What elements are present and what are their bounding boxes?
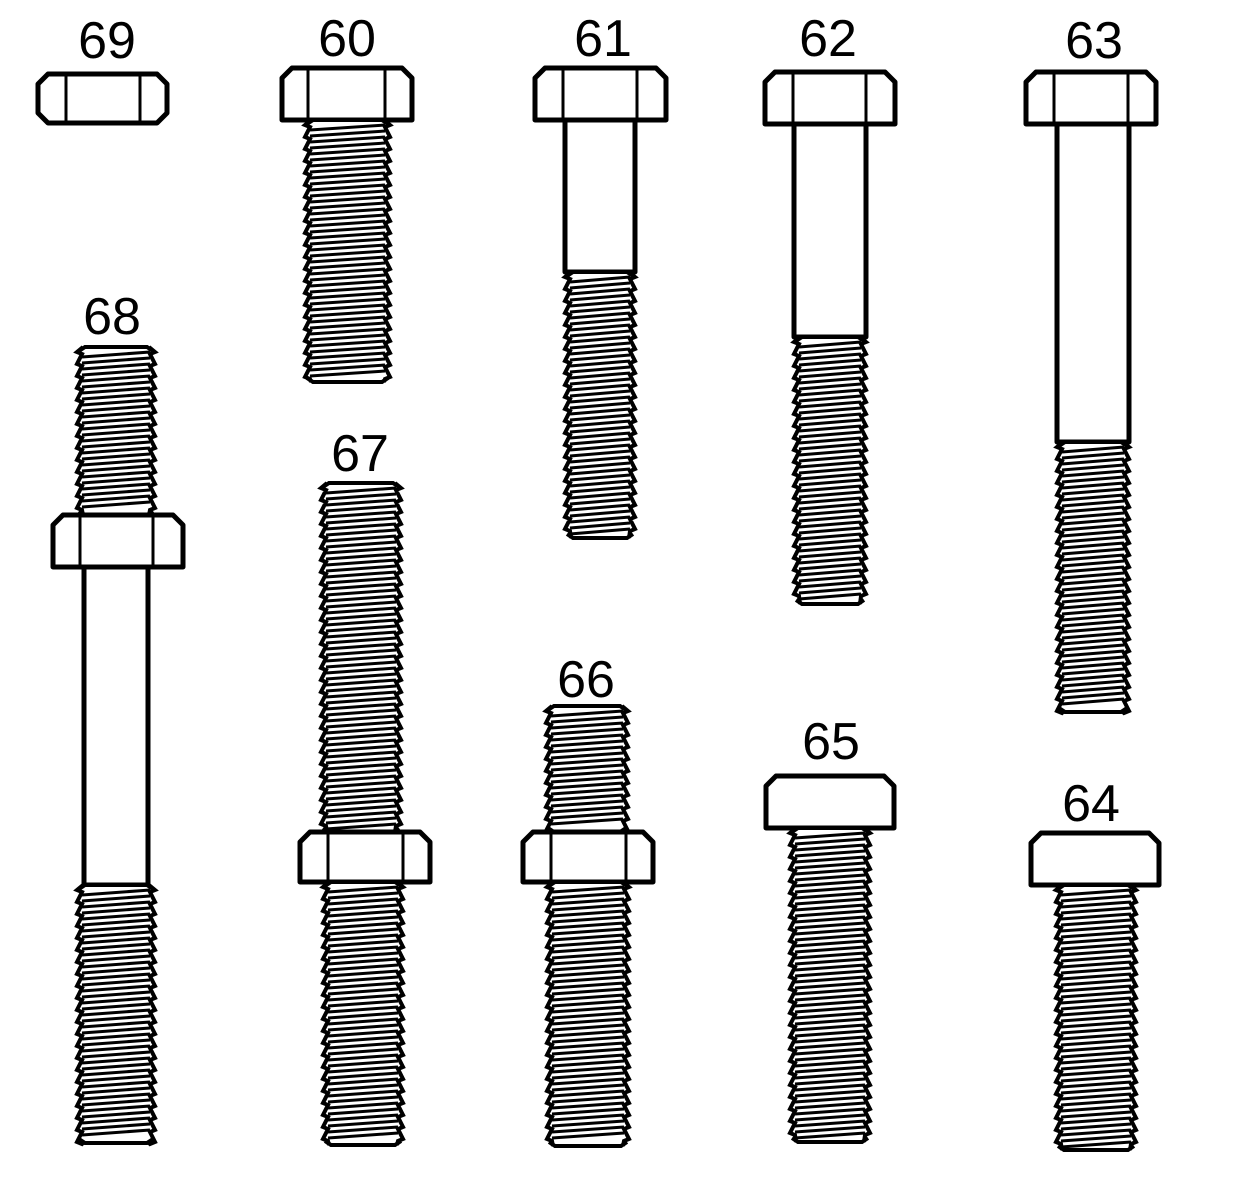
threaded-shank — [73, 883, 159, 1147]
threaded-shank — [1053, 440, 1133, 716]
part-64-flange-bolt: 64 — [1028, 775, 1162, 1152]
part-65-flange-bolt: 65 — [763, 713, 897, 1144]
threaded-shank — [301, 118, 394, 384]
part-label-67: 67 — [331, 425, 389, 483]
part-66-stud: 66 — [520, 651, 656, 1148]
part-label-65: 65 — [802, 713, 860, 771]
threaded-shank — [319, 880, 407, 1147]
part-label-60: 60 — [318, 10, 376, 68]
part-60-hex-bolt: 60 — [279, 10, 415, 384]
part-63-hex-bolt: 63 — [1023, 12, 1159, 716]
part-label-66: 66 — [557, 651, 615, 709]
part-label-61: 61 — [574, 10, 632, 68]
part-69-hex-nut: 69 — [35, 12, 170, 126]
threaded-shank — [561, 270, 639, 540]
threaded-shank — [317, 481, 405, 834]
part-61-hex-bolt: 61 — [532, 10, 669, 540]
part-62-hex-bolt: 62 — [762, 10, 898, 606]
part-label-62: 62 — [799, 10, 857, 68]
threaded-shank — [1052, 883, 1140, 1152]
part-67-stud: 67 — [297, 425, 433, 1147]
threaded-shank — [542, 704, 632, 836]
threaded-shank — [790, 335, 870, 606]
threaded-shank — [786, 826, 874, 1144]
threaded-shank — [543, 880, 633, 1148]
part-label-63: 63 — [1065, 12, 1123, 70]
part-68-stud: 68 — [50, 288, 186, 1147]
threaded-shank — [73, 345, 159, 517]
part-label-68: 68 — [83, 288, 141, 346]
part-label-69: 69 — [78, 12, 136, 70]
part-label-64: 64 — [1062, 775, 1120, 833]
